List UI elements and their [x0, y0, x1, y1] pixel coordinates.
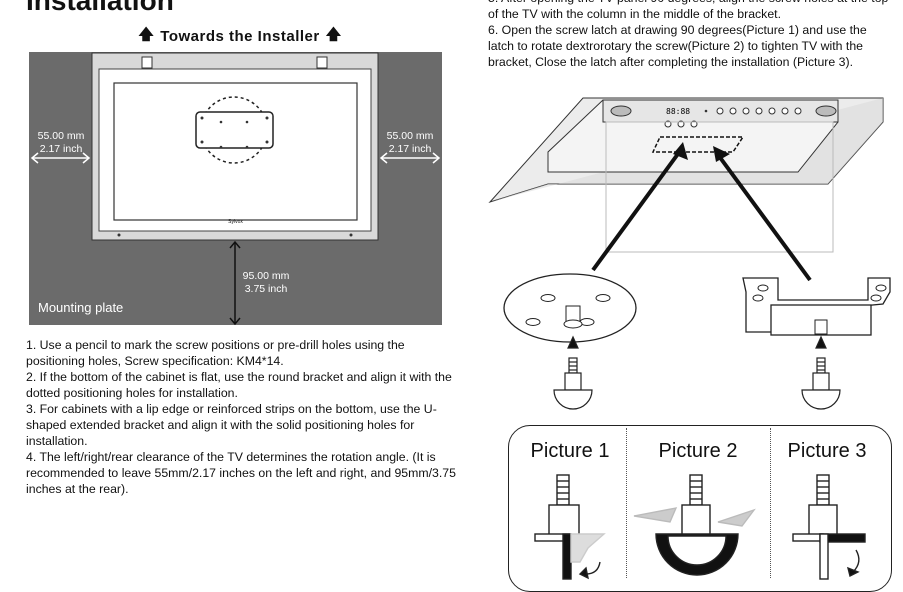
mounting-plate-diagram: Sylvox 55.00 mm 2.17 inch 55.00 mm 2.17 …: [29, 52, 442, 325]
towards-text: Towards the Installer: [160, 28, 320, 45]
step-1: 1. Use a pencil to mark the screw positi…: [26, 338, 405, 368]
picture-1-label: Picture 1: [530, 440, 610, 462]
picture-2-label: Picture 2: [658, 440, 738, 462]
step-6: 6. Open the screw latch at drawing 90 de…: [488, 23, 867, 69]
rear-gap-in: 3.75 inch: [244, 283, 288, 295]
steps-left: 1. Use a pencil to mark the screw positi…: [26, 337, 466, 497]
rear-gap-mm: 95.00 mm: [242, 270, 290, 282]
tv-bracket-illustration: 88:88: [488, 97, 891, 410]
arrow-up-icon: 🡅: [138, 26, 155, 43]
step-4: 4. The left/right/rear clearance of the …: [26, 450, 456, 496]
picture-3-label: Picture 3: [787, 440, 867, 462]
towards-installer-label: 🡅 Towards the Installer 🡅: [120, 24, 360, 49]
latch-pictures: [534, 474, 866, 580]
step-3: 3. For cabinets with a lip edge or reinf…: [26, 402, 437, 448]
tv-outline-drawing: [30, 52, 441, 325]
left-gap-mm: 55.00 mm: [37, 130, 85, 142]
steps-right: 5. After opening the TV panel 90 degrees…: [488, 0, 893, 70]
arrow-up-icon: 🡅: [325, 26, 342, 43]
page-heading: Installation: [26, 0, 174, 16]
step-5: 5. After opening the TV panel 90 degrees…: [488, 0, 888, 21]
right-gap-mm: 55.00 mm: [386, 130, 434, 142]
left-gap-in: 2.17 inch: [39, 143, 83, 155]
mounting-plate-label: Mounting plate: [38, 300, 124, 315]
right-gap-in: 2.17 inch: [388, 143, 432, 155]
tv-display: 88:88: [666, 107, 690, 116]
step-2: 2. If the bottom of the cabinet is flat,…: [26, 370, 452, 400]
divider: [626, 428, 627, 578]
divider: [770, 428, 771, 578]
tv-brand: Sylvox: [228, 219, 243, 225]
